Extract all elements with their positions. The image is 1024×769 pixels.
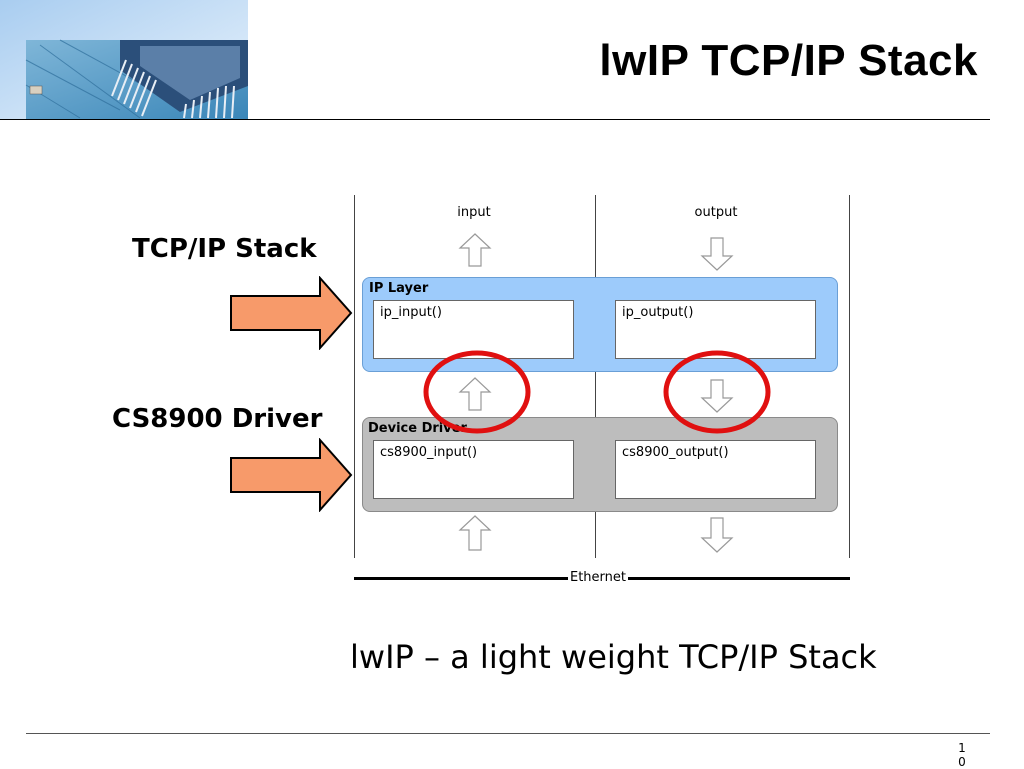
cs8900-input-function-box: cs8900_input() — [373, 440, 574, 499]
tcpip-stack-label: TCP/IP Stack — [132, 234, 317, 264]
slide-caption: lwIP – a light weight TCP/IP Stack — [350, 638, 877, 676]
tcpip-pointer-arrow — [230, 276, 353, 350]
diagram-left-border — [354, 195, 355, 558]
down-arrow-icon — [700, 517, 734, 553]
input-highlight-circle — [423, 350, 531, 434]
device-driver-box: Device Driver cs8900_input() cs8900_outp… — [362, 417, 838, 512]
down-arrow-icon — [700, 379, 734, 413]
ip-output-function-box: ip_output() — [615, 300, 816, 359]
up-arrow-icon — [458, 515, 492, 551]
diagram-center-divider — [595, 195, 596, 558]
ip-input-function-box: ip_input() — [373, 300, 574, 359]
device-driver-title: Device Driver — [368, 421, 467, 436]
input-column-label: input — [457, 205, 491, 220]
slide-title: lwIP TCP/IP Stack — [599, 36, 978, 85]
ip-layer-box: IP Layer ip_input() ip_output() — [362, 277, 838, 372]
down-arrow-icon — [700, 237, 734, 271]
up-arrow-icon — [458, 377, 492, 411]
driver-pointer-arrow — [230, 438, 353, 512]
cs8900-output-function-box: cs8900_output() — [615, 440, 816, 499]
footer-divider — [26, 733, 990, 734]
header-chip-image — [0, 0, 248, 120]
page-number: 10 — [958, 741, 966, 769]
diagram-right-border — [849, 195, 850, 558]
ethernet-label: Ethernet — [568, 570, 628, 585]
up-arrow-icon — [458, 233, 492, 267]
ip-layer-title: IP Layer — [369, 281, 429, 296]
output-highlight-circle — [663, 350, 771, 434]
header-divider — [0, 119, 990, 120]
cs8900-driver-label: CS8900 Driver — [112, 404, 323, 434]
output-column-label: output — [694, 205, 738, 220]
